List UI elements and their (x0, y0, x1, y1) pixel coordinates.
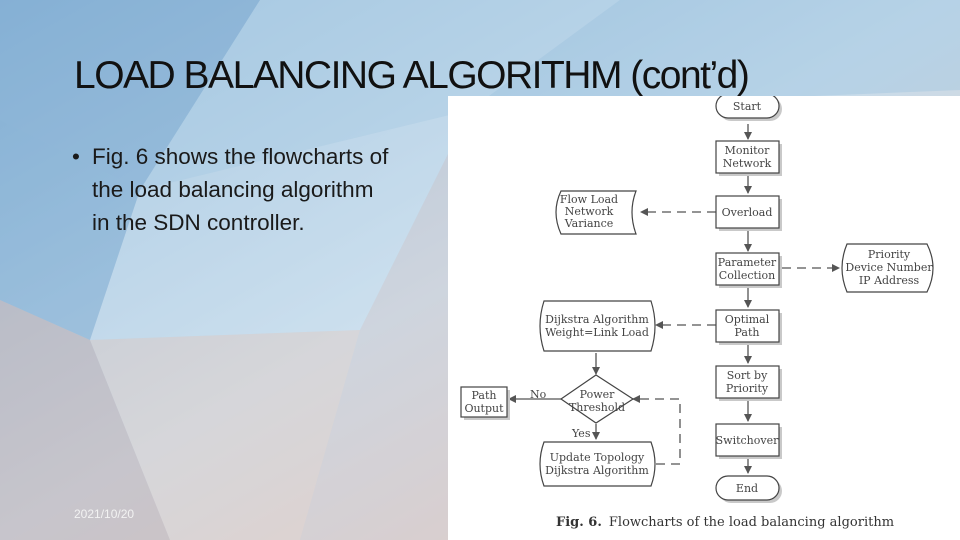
node-dijkstra-weight: Dijkstra Algorithm Weight=Link Load (539, 300, 656, 352)
node-label: Sort by (727, 369, 768, 382)
node-label: IP Address (859, 274, 920, 287)
node-label: Monitor (725, 144, 771, 157)
node-label: Power (580, 388, 616, 401)
node-label: Switchover (716, 434, 779, 447)
flowchart: No Yes Start Monitor Network Overload Pa… (460, 96, 934, 503)
node-power-threshold: Power Threshold (559, 374, 635, 424)
node-label: Priority (868, 248, 911, 261)
node-monitor-network: Monitor Network (715, 140, 782, 176)
node-label: Path (735, 326, 760, 339)
caption-number: Fig. 6. (556, 515, 602, 530)
bullet-point: • Fig. 6 shows the flowcharts of the loa… (72, 140, 452, 239)
node-label: Parameter (718, 256, 777, 269)
node-label: Output (464, 402, 504, 415)
node-label: Start (733, 100, 762, 113)
node-label: Dijkstra Algorithm (545, 313, 649, 326)
node-label: Threshold (569, 401, 625, 414)
node-end: End (715, 475, 782, 503)
node-label: Flow Load (560, 193, 618, 206)
node-label: Priority (726, 382, 769, 395)
arrow-update-loop (632, 395, 681, 465)
node-label: Weight=Link Load (545, 326, 649, 339)
flowchart-figure: No Yes Start Monitor Network Overload Pa… (448, 96, 960, 540)
node-parameter-collection: Parameter Collection (715, 252, 782, 288)
node-sort-by-priority: Sort by Priority (715, 365, 782, 401)
bullet-line: in the SDN controller. (92, 210, 305, 235)
node-priority-device-ip: Priority Device Number IP Address (841, 243, 934, 293)
edge-label-no: No (530, 388, 547, 401)
caption-text: Flowcharts of the load balancing algorit… (608, 515, 895, 530)
figure-caption: Fig. 6. Flowcharts of the load balancing … (556, 515, 894, 530)
slide-title: LOAD BALANCING ALGORITHM (cont’d) (74, 54, 750, 97)
node-label: Variance (564, 217, 614, 230)
node-flow-load-variance: Flow Load Network Variance (555, 190, 637, 235)
node-overload: Overload (715, 195, 782, 231)
node-path-output: Path Output (460, 386, 510, 420)
node-label: Update Topology (550, 451, 645, 464)
bullet-line: Fig. 6 shows the flowcharts of (92, 144, 389, 169)
node-update-topology: Update Topology Dijkstra Algorithm (539, 441, 656, 487)
edge-label-yes: Yes (571, 427, 591, 440)
node-label: Dijkstra Algorithm (545, 464, 649, 477)
node-label: Network (723, 157, 772, 170)
node-label: Overload (722, 206, 773, 219)
slide-date: 2021/10/20 (74, 507, 135, 521)
bullet-line: the load balancing algorithm (92, 177, 374, 202)
node-label: Network (565, 205, 614, 218)
node-label: Collection (719, 269, 775, 282)
node-label: Path (472, 389, 497, 402)
node-label: End (736, 482, 758, 495)
node-optimal-path: Optimal Path (715, 309, 782, 345)
node-switchover: Switchover (715, 423, 782, 459)
bullet-dot: • (72, 144, 80, 169)
node-label: Device Number (845, 261, 933, 274)
node-start: Start (715, 96, 782, 121)
node-label: Optimal (725, 313, 770, 326)
